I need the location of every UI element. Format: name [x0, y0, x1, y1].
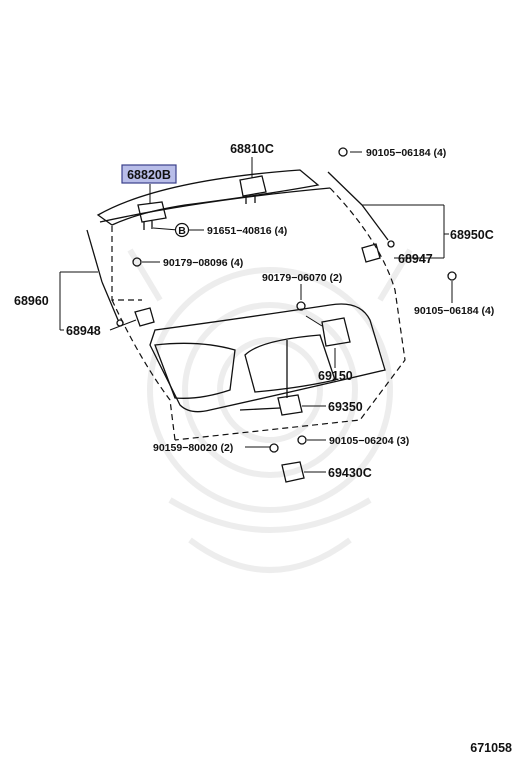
label-90105-06184-right[interactable]: 90105−06184 (4) [414, 305, 494, 317]
lock-69350 [239, 340, 303, 416]
bracket-68948 [134, 307, 155, 327]
label-68810C[interactable]: 68810C [230, 142, 274, 156]
label-68820B[interactable]: 68820B [127, 168, 171, 182]
label-90159-80020[interactable]: 90159−80020 (2) [153, 442, 233, 454]
figure-number: 671058 [470, 741, 512, 755]
label-68947[interactable]: 68947 [398, 252, 433, 266]
label-69350[interactable]: 69350 [328, 400, 363, 414]
label-91651-40816[interactable]: 91651−40816 (4) [207, 225, 287, 237]
latch-69150 [321, 317, 351, 347]
highlight-box [121, 164, 177, 184]
right-strut-68950C [327, 171, 395, 248]
leader-lines [59, 151, 453, 473]
back-door-panel [96, 169, 406, 441]
highlighted-part-68820B[interactable]: 68820B [121, 164, 177, 184]
striker-69430C [281, 461, 305, 483]
label-69150[interactable]: 69150 [318, 369, 353, 383]
hinge-68810C [239, 175, 267, 204]
label-90105-06184-top[interactable]: 90105−06184 (4) [366, 147, 446, 159]
label-90179-06070[interactable]: 90179−06070 (2) [262, 272, 342, 284]
bolt-icons [132, 147, 457, 453]
label-90105-06204[interactable]: 90105−06204 (3) [329, 435, 409, 447]
label-68960[interactable]: 68960 [14, 294, 49, 308]
label-68950C[interactable]: 68950C [450, 228, 494, 242]
hinge-68820B [137, 201, 167, 230]
b-marker: B [174, 222, 190, 238]
watermark-emblem [127, 248, 413, 573]
label-90179-08096[interactable]: 90179−08096 (4) [163, 257, 243, 269]
label-68948[interactable]: 68948 [66, 324, 101, 338]
label-69430C[interactable]: 69430C [328, 466, 372, 480]
bracket-68947 [361, 243, 381, 263]
b-marker-label: B [178, 225, 186, 237]
